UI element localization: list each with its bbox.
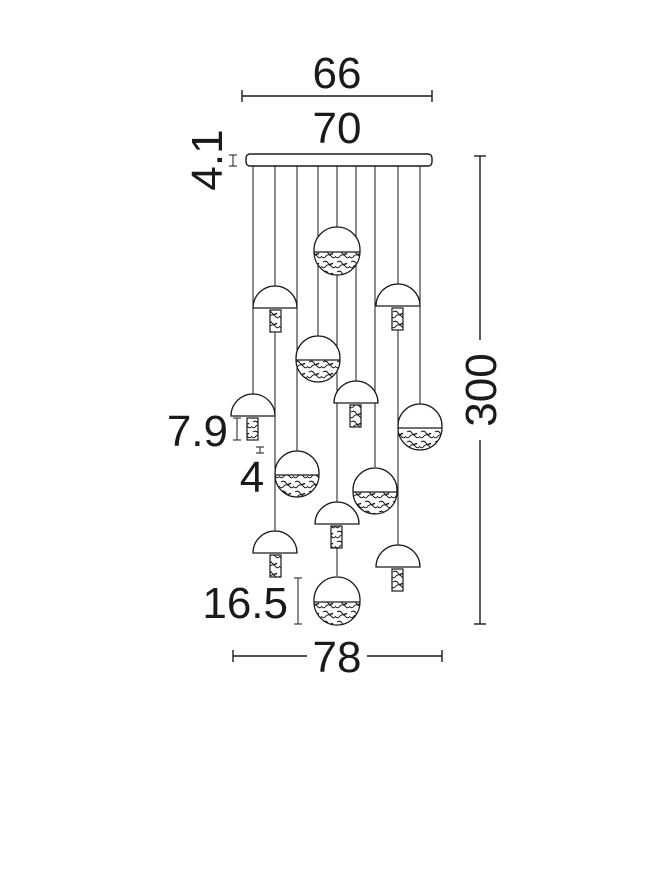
dimension-78-label: 78 <box>313 633 362 682</box>
canopy <box>245 153 433 167</box>
dimension-78: 78 <box>232 633 443 682</box>
dome-pendant-3 <box>333 380 379 428</box>
dimension-300: 300 <box>457 155 506 625</box>
dimension-16-5: 16.5 <box>202 577 302 628</box>
dome-pendant-7 <box>375 544 421 592</box>
cords <box>252 166 421 576</box>
dimension-4-1: 4.1 <box>183 129 237 191</box>
globe-pendant-6 <box>313 576 361 626</box>
dimension-66: 66 <box>241 49 433 102</box>
globe-pendant-1 <box>313 226 361 276</box>
globe-pendant-5 <box>352 467 398 515</box>
dimension-4-label: 4 <box>240 453 264 502</box>
dimension-16-5-label: 16.5 <box>202 579 288 628</box>
dimension-4-1-label: 4.1 <box>183 129 232 190</box>
globe-pendant-3 <box>397 403 443 451</box>
dome-pendant-2 <box>375 283 421 331</box>
dimension-7-9-label: 7.9 <box>167 407 228 456</box>
dome-pendant-6 <box>252 530 298 578</box>
dimension-7-9: 7.9 <box>167 407 241 456</box>
dome-pendant-4 <box>230 393 276 441</box>
dome-pendant-5 <box>314 501 360 549</box>
dimension-70-label: 70 <box>313 104 362 153</box>
dimension-300-label: 300 <box>457 353 506 426</box>
dome-pendant-1 <box>252 285 298 333</box>
globe-pendant-2 <box>295 335 341 383</box>
dimension-66-label: 66 <box>313 49 362 98</box>
dimension-4: 4 <box>240 446 264 502</box>
globe-pendant-4 <box>274 450 320 498</box>
